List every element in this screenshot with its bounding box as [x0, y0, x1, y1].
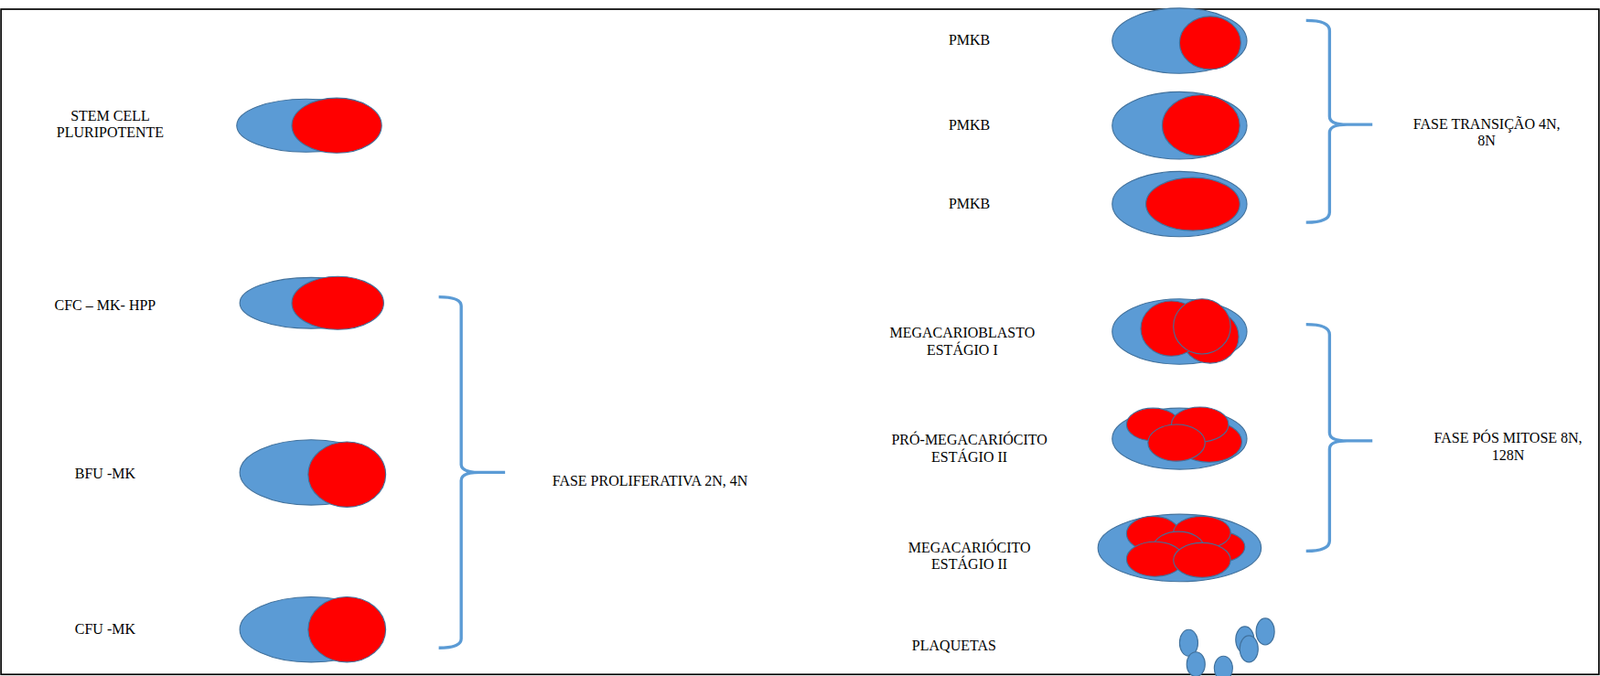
phase-label: FASE PÓS MITOSE 8N, 128N — [1421, 429, 1596, 464]
cell-label: CFU -MK — [28, 621, 182, 638]
cell-label: PMKB — [908, 195, 1031, 213]
cell-label: PRÓ-MEGACARIÓCITO ESTÁGIO II — [867, 431, 1072, 466]
phase-label: FASE PROLIFERATIVA 2N, 4N — [547, 472, 752, 490]
cell-label: CFC – MK- HPP — [18, 297, 193, 314]
cell-label: MEGACARIOBLASTO ESTÁGIO I — [865, 324, 1060, 359]
cell-label: BFU -MK — [28, 465, 182, 483]
phase-brackets — [439, 20, 1374, 648]
cell-label: MEGACARIÓCITO ESTÁGIO II — [885, 539, 1054, 574]
phase-label: FASE TRANSIÇÃO 4N, 8N — [1405, 116, 1568, 151]
cell-label: PLAQUETAS — [882, 637, 1026, 655]
frame — [0, 9, 1600, 675]
cells — [236, 8, 1275, 676]
cell-label: PMKB — [908, 32, 1031, 49]
cell-label: STEM CELL PLURIPOTENTE — [33, 107, 187, 142]
cell-label: PMKB — [908, 117, 1031, 134]
